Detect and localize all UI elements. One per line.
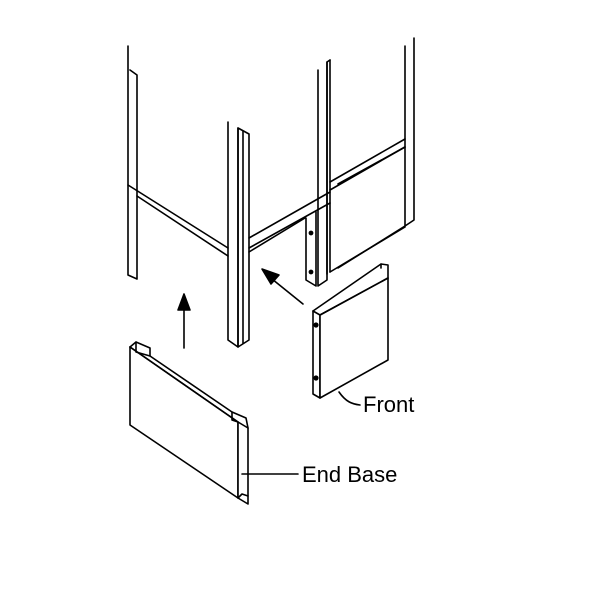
front-corner-post [227, 121, 250, 348]
front-rail [248, 191, 331, 253]
end-base-label: End Base [302, 462, 397, 487]
up-arrow-icon [177, 293, 191, 349]
right-middle-post [305, 59, 331, 287]
left-rear-post [127, 45, 138, 280]
diagonal-arrow-icon [261, 268, 304, 305]
upper-right-frame [329, 138, 406, 273]
end-base-panel [129, 341, 249, 505]
side-rail [127, 184, 229, 257]
front-panel [312, 263, 389, 399]
front-label: Front [363, 392, 414, 417]
leader-lines [241, 391, 361, 475]
far-right-post [404, 37, 415, 227]
